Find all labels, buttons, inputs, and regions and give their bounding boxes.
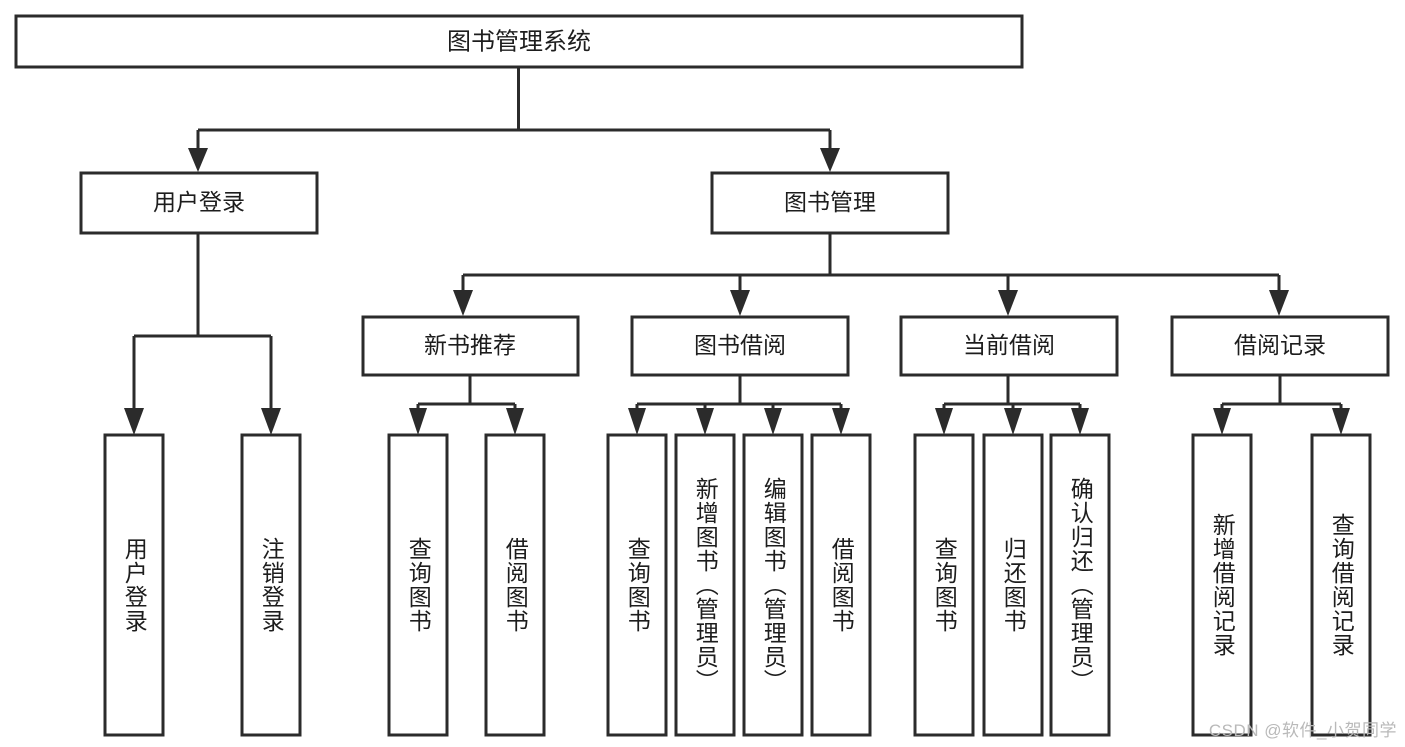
leaf-return-book[interactable] [982,433,1044,737]
node-book-management-label: 图书管理 [784,189,876,215]
connector-group-book-management [453,233,1289,316]
connector-group-user-login [124,233,281,435]
arrow-to-current-borrow [998,290,1018,316]
node-root-book-management-system[interactable] [14,14,1024,69]
node-book-management[interactable] [710,171,950,235]
leaf-user-login[interactable] [103,433,165,737]
leaf-confirm-return[interactable] [1049,433,1111,737]
node-borrow-record[interactable] [1170,315,1390,377]
arrow-to-leaf-borrow-book-2 [832,408,850,435]
leaf-edit-book[interactable] [742,433,804,737]
node-borrow-record-label: 借阅记录 [1234,332,1326,358]
leaf-query-borrow-record[interactable] [1310,433,1372,737]
csdn-watermark: CSDN @软件_小贺同学 [1208,721,1397,740]
connector-group-new-book-recommend [409,375,524,435]
connector-group-borrow-record [1213,375,1350,435]
arrow-to-leaf-add-record [1213,408,1231,435]
connector-group-current-borrow [935,375,1089,435]
leaf-query-book-2[interactable] [606,433,668,737]
leaf-add-book[interactable] [674,433,736,737]
node-user-login[interactable] [79,171,319,235]
leaf-query-book-1[interactable] [387,433,449,737]
arrow-to-leaf-return-book [1004,408,1022,435]
node-book-borrow[interactable] [630,315,850,377]
node-user-login-label: 用户登录 [153,189,245,215]
node-current-borrow[interactable] [899,315,1119,377]
node-book-borrow-label: 图书借阅 [694,332,786,358]
leaf-logout[interactable] [240,433,302,737]
arrow-to-leaf-logout [261,408,281,435]
connector-group-book-borrow [628,375,850,435]
node-new-book-recommend-label: 新书推荐 [424,332,516,358]
arrow-to-leaf-edit-book [764,408,782,435]
arrow-to-new-book-recommend [453,290,473,316]
arrow-to-leaf-add-book [696,408,714,435]
arrow-to-leaf-borrow-book-1 [506,408,524,435]
arrow-to-leaf-query-record [1332,408,1350,435]
node-current-borrow-label: 当前借阅 [963,332,1055,358]
arrow-to-leaf-query-book-3 [935,408,953,435]
connector-group-root [188,67,840,172]
arrow-to-leaf-user-login [124,408,144,435]
node-new-book-recommend[interactable] [361,315,580,377]
arrow-to-leaf-query-book-1 [409,408,427,435]
arrow-to-user-login [188,148,208,172]
arrow-to-book-management [820,148,840,172]
node-root-label: 图书管理系统 [447,28,591,55]
arrow-to-borrow-record [1269,290,1289,316]
leaf-borrow-book-1[interactable] [484,433,546,737]
arrow-to-leaf-confirm-return [1071,408,1089,435]
arrow-to-book-borrow [730,290,750,316]
leaf-borrow-book-2[interactable] [810,433,872,737]
arrow-to-leaf-query-book-2 [628,408,646,435]
leaf-add-borrow-record[interactable] [1191,433,1253,737]
leaf-query-book-3[interactable] [913,433,975,737]
